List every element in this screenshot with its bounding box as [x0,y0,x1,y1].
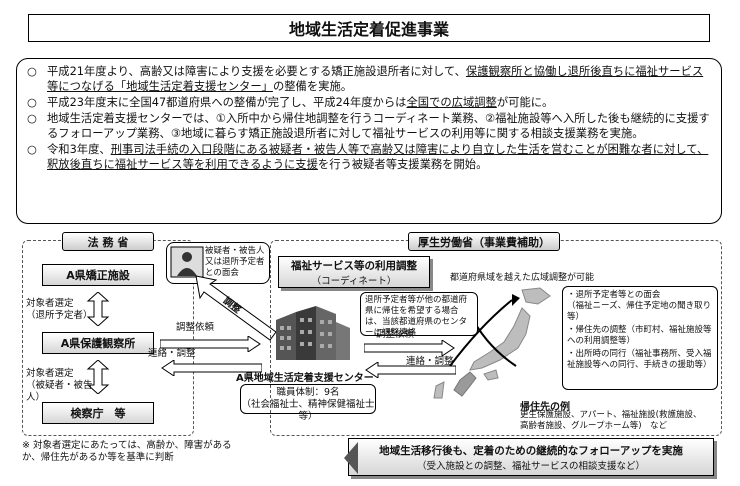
transfer-bubble: 退所予定者等が他の都道府県に帰住を希望する場合は、当該都道府県のセンターに調整連… [360,292,478,338]
request-label: 調整依頼 [176,322,215,333]
summary-underline: 刑事司法手続の入口段階にある被疑者・被告人等で高齢又は障害により自立した生活を営… [47,143,709,171]
summary-item: ○ 令和3年度、刑事司法手続の入口段階にある被疑者・被告人等で高齢又は障害により… [27,142,711,172]
center-name: A県地域生活定着支援センター [236,373,374,384]
target-selection-label: 対象者選定 （被疑者・被告人） [26,368,93,403]
updown-arrow-icon [86,360,110,394]
adjust-arrow-icon [195,275,277,341]
followup-title: 地域生活移行後も、定着のための継続的なフォローアップを実施 [379,444,683,457]
coordinate-box: 福祉サービス等の利用調整 （コーディネート） [278,256,430,288]
summary-text: 平成23年度末に全国47都道府県への整備が完了し、平成24年度からは [47,96,407,109]
summary-underline: 保護観察所と協働し退所後直ちに福祉サービス等につなげる「地域生活定着支援センター… [47,65,704,93]
probation-office-box: A県保護観察所 [42,332,154,354]
updown-arrow-icon [86,292,110,326]
liaison-label: 連絡・調整 [406,356,454,367]
summary-text: が可能に。 [496,96,554,109]
coordinate-subtitle: （コーディネート） [311,275,397,287]
bullet: ○ [27,96,37,109]
building-icon [276,306,350,360]
followup-subtitle: （受入施設との調整、福祉サービスの相談支援など） [417,460,645,472]
request-label: 調整依頼 [376,329,415,340]
interview-text: 被疑者・被告人 又は退所予定者 との面会 [205,246,265,278]
summary-text: 地域生活定着支援センターでは、①入所中から帰住地調整を行うコーディネート業務、②… [47,112,710,140]
summary-item: ○ 地域生活定着支援センターでは、①入所中から帰住地調整を行うコーディネート業務… [27,111,711,141]
liaison-arrow-icon [365,362,456,378]
bullet: ○ [27,143,37,156]
destination-body: 更生保護施設、アパート、福祉施設(救護施設、 高齢者施設、グループホーム等) な… [520,410,702,431]
request-arrow-icon [160,336,261,352]
selection-note: ※ 対象者選定にあたっては、高齢か、障害があるか、帰住先があるか等を基準に判断 [22,440,232,463]
summary-text: を行う被疑者等支援業務を開始。 [317,158,488,171]
task-item: ・出所時の同行（福祉事務所、受入福祉施設等への同行、手続きの援助等） [567,349,712,370]
summary-item: ○ 平成21年度より、高齢又は障害により支援を必要とする矯正施設退所者に対して、… [27,64,711,94]
target-selection-label: 対象者選定 （退所予定者） [26,298,93,321]
staff-box: 職員体制：9名 （社会福祉士、精神保健福祉士等） [240,384,376,422]
followup-arrow-icon [344,442,358,474]
justice-header: 法 務 省 [62,232,154,251]
wide-area-label: 都道府県域を越えた広域調整が可能 [450,273,595,283]
coordinate-title: 福祉サービス等の利用調整 [291,259,417,272]
task-item: ・帰住先の調整（市町村、福祉施設等への利用調整等） [567,325,712,346]
request-arrow-icon [364,340,455,356]
page-title: 地域生活定着促進事業 [28,14,710,42]
summary-text: の整備を実施。 [272,80,353,93]
mhlw-header: 厚生労働省（事業費補助） [408,232,560,251]
summary-text: 平成21年度より、高齢又は障害により支援を必要とする矯正施設退所者に対して、 [47,65,466,78]
summary-underline: 全国での広域調整 [406,96,497,109]
coordinate-tasks-box: ・退所予定者等との面会 （福祉ニーズ、帰住予定地の聞き取り等） ・帰住先の調整（… [562,286,718,390]
followup-box: 地域生活移行後も、定着のための継続的なフォローアップを実施 （受入施設との調整、… [348,438,714,476]
summary-item: ○ 平成23年度末に全国47都道府県への整備が完了し、平成24年度からは全国での… [27,95,711,110]
liaison-arrow-icon [161,360,262,376]
bullet: ○ [27,65,37,78]
bullet: ○ [27,112,37,125]
japan-map-icon [433,287,551,399]
destination-title: 帰住先の例 [520,402,570,413]
summary-box: ○ 平成21年度より、高齢又は障害により支援を必要とする矯正施設退所者に対して、… [16,58,722,224]
interview-box: 被疑者・被告人 又は退所予定者 との面会 [166,242,270,284]
task-item: ・退所予定者等との面会 （福祉ニーズ、帰住予定地の聞き取り等） [567,290,712,322]
prosecutors-office-box: 検察庁 等 [42,402,154,424]
correctional-facility-box: A県矯正施設 [42,264,154,286]
summary-text: 令和3年度、 [47,143,111,156]
liaison-label: 連絡・調整 [148,348,196,359]
person-icon [170,246,204,278]
